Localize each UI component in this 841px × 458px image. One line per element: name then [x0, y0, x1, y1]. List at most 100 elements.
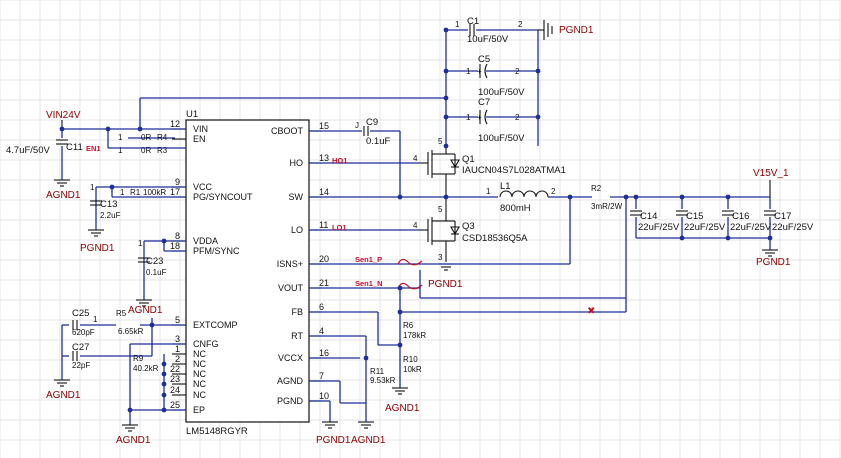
- ground-agnd-bottom-left: [122, 424, 138, 432]
- junction-dot: [725, 235, 731, 241]
- ic-pin-number: 9: [175, 177, 180, 187]
- junction-dot: [679, 235, 685, 241]
- c7-plate-b: [484, 109, 488, 125]
- junction-dot: [679, 194, 685, 200]
- ic-pin-name: NC: [193, 359, 206, 369]
- r4-value: 0R: [141, 146, 151, 155]
- r1-value: 100kR: [143, 188, 166, 197]
- junction-dot: [623, 194, 629, 200]
- ic-pin-number: 4: [319, 326, 324, 336]
- r10-value: 10kR: [403, 365, 422, 374]
- c7-ref: C7: [478, 97, 490, 108]
- c9-pin1: J: [355, 121, 359, 130]
- ic-pin-name: PG/SYNCOUT: [193, 192, 253, 202]
- r11-value: 9.53kR: [370, 376, 396, 385]
- ic-pin-name: EN: [193, 134, 206, 144]
- junction-dot: [363, 355, 369, 361]
- ic-pin-number: 1: [175, 344, 180, 354]
- out-cap-value: 22uF/25V: [684, 222, 726, 233]
- ic-pin-name: NC: [193, 390, 206, 400]
- ic-pin-number: 24: [170, 385, 180, 395]
- ic-pin-name: HO: [290, 158, 304, 168]
- l1-coil: [499, 190, 549, 198]
- pgnd-label-out: PGND1: [756, 257, 791, 268]
- r11-ref: R11: [370, 367, 385, 376]
- junction-dot: [443, 194, 449, 200]
- junction-dot: [397, 342, 403, 348]
- c13-ref: C13: [100, 199, 117, 210]
- ic-pin-name: CBOOT: [271, 126, 304, 136]
- junction-dot: [633, 194, 639, 200]
- net-sen-n-label: Sen1_N: [355, 279, 383, 288]
- ic-pin-number: 2: [175, 354, 180, 364]
- junction-dot: [109, 184, 115, 190]
- r2-ref: R2: [591, 184, 602, 193]
- junction-dot: [137, 126, 143, 132]
- agnd-label-c23: AGND1: [128, 305, 163, 316]
- ic-pin-name: RT: [291, 331, 303, 341]
- ic-pin-name: LO: [291, 225, 303, 235]
- c13-pin1: 1: [90, 183, 95, 192]
- junction-dot: [161, 361, 167, 367]
- agnd-label-comp: AGND1: [46, 390, 81, 401]
- c1-pin2: 2: [518, 20, 523, 29]
- net-lo1-label: LO1: [332, 223, 347, 232]
- sen-n-tie: [397, 282, 423, 290]
- ic-pin-number: 21: [319, 278, 329, 288]
- q1-part: IAUCN04S7L028ATMA1: [462, 165, 566, 176]
- out-cap-value: 22uF/25V: [772, 222, 814, 233]
- no-connect-mark: ×: [588, 305, 594, 317]
- junction-dot: [443, 114, 449, 120]
- junctions: [59, 27, 773, 413]
- ic-pin-name: EXTCOMP: [193, 320, 238, 330]
- c9-value: 0.1uF: [366, 136, 390, 147]
- c11-ref: C11: [66, 142, 83, 153]
- net-vout-label: V15V_1: [753, 168, 789, 179]
- out-cap-value: 22uF/25V: [730, 222, 772, 233]
- ic-pin-number: 25: [170, 400, 180, 410]
- ic-pin-name: VDDA: [193, 236, 218, 246]
- r5-ref: R5: [116, 309, 127, 318]
- ic-pin-number: 8: [175, 231, 180, 241]
- junction-dot: [127, 407, 133, 413]
- pgnd-label-q3: PGND1: [428, 279, 463, 290]
- c1-ref: C1: [467, 16, 479, 27]
- ic-pin-number: 3: [175, 334, 180, 344]
- agnd-label-r10: AGND1: [385, 403, 420, 414]
- ground-pgnd-ic: [322, 421, 338, 429]
- ic-pin-name: PGND: [277, 396, 304, 406]
- junction-dot: [767, 235, 773, 241]
- q3-part: CSD18536Q5A: [462, 233, 528, 244]
- q3-drain-pin: 5: [438, 205, 443, 214]
- q3-source-pin: 3: [438, 253, 443, 262]
- c5-plate-b: [484, 63, 488, 79]
- ground-pgnd-top: [538, 20, 553, 40]
- c13-value: 2.2uF: [100, 211, 121, 220]
- pgnd-label-top: PGND1: [559, 25, 594, 36]
- junction-dot: [443, 27, 449, 33]
- ic-pin-number: 10: [319, 391, 329, 401]
- q1-gate-pin: 4: [413, 154, 418, 163]
- ic-pin-name: VIN: [193, 124, 208, 134]
- ground-agnd-comp: [54, 379, 70, 387]
- net-en1-label: EN1: [86, 144, 101, 153]
- net-sen-p-label: Sen1_P: [355, 255, 382, 264]
- output-section: V15V_1 C1422uF/25VC1522uF/25VC1622uF/25V…: [630, 168, 814, 268]
- c7-pin2: 2: [515, 113, 520, 122]
- junction-dot: [443, 95, 449, 101]
- c1-pin1: 1: [455, 20, 460, 29]
- junction-dot: [161, 238, 167, 244]
- l1-value: 800mH: [500, 203, 531, 214]
- c5-pin2: 2: [515, 67, 520, 76]
- junction-dot: [443, 143, 449, 149]
- c7-plus: +: [477, 113, 482, 122]
- c11-value: 4.7uF/50V: [6, 145, 50, 156]
- r5-value: 6.65kR: [118, 327, 144, 336]
- ic-pin-number: 23: [170, 374, 180, 384]
- r1-ref: R1: [130, 188, 141, 197]
- c5-ref: C5: [478, 54, 490, 65]
- ic-pin-name: CNFG: [193, 339, 219, 349]
- ic-pin-name: SW: [289, 192, 304, 202]
- agnd-label-bottom-left: AGND1: [116, 435, 151, 446]
